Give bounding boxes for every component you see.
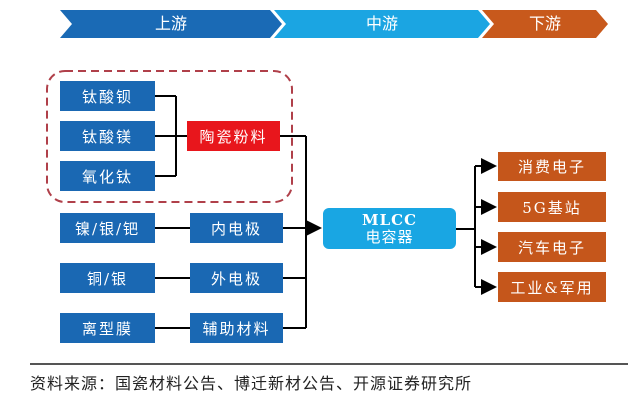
stage-label-midstream: 中游	[365, 14, 398, 33]
application-box: 消费电子	[498, 152, 606, 181]
raw-material-box: 钛酸镁	[60, 121, 155, 151]
stage-chevron-upstream	[60, 10, 282, 38]
component-box: 辅助材料	[190, 313, 283, 343]
application-box: 汽车电子	[498, 232, 606, 262]
raw-material-box: 离型膜	[60, 313, 155, 343]
mlcc-subtitle: 电容器	[365, 227, 414, 246]
downstream-connector	[456, 158, 497, 295]
component-box: 外电极	[190, 263, 283, 293]
raw-material-box: 氧化钛	[60, 161, 155, 191]
stage-chevron-downstream	[482, 10, 608, 38]
source-note: 资料来源：国瓷材料公告、博迁新材公告、开源证券研究所	[30, 374, 473, 393]
stage-label-downstream: 下游	[528, 14, 561, 33]
raw-material-box: 铜/银	[60, 263, 155, 293]
ceramic-connector	[155, 95, 187, 177]
application-box: 工业&军用	[498, 272, 606, 302]
raw-material-box: 钛酸钡	[60, 81, 155, 111]
application-box: 5G基站	[498, 192, 606, 222]
row-connectors	[155, 227, 190, 329]
raw-material-box: 镍/银/钯	[60, 213, 155, 243]
stage-chevron-midstream	[274, 10, 490, 38]
component-box: 内电极	[190, 213, 283, 243]
ceramic-powder-box: 陶瓷粉料	[187, 121, 280, 151]
upstream-collector	[280, 135, 322, 329]
mlcc-box: MLCC 电容器	[323, 208, 456, 249]
mlcc-title: MLCC	[361, 210, 418, 229]
stage-label-upstream: 上游	[154, 14, 187, 33]
ceramic-group-border	[46, 70, 293, 203]
